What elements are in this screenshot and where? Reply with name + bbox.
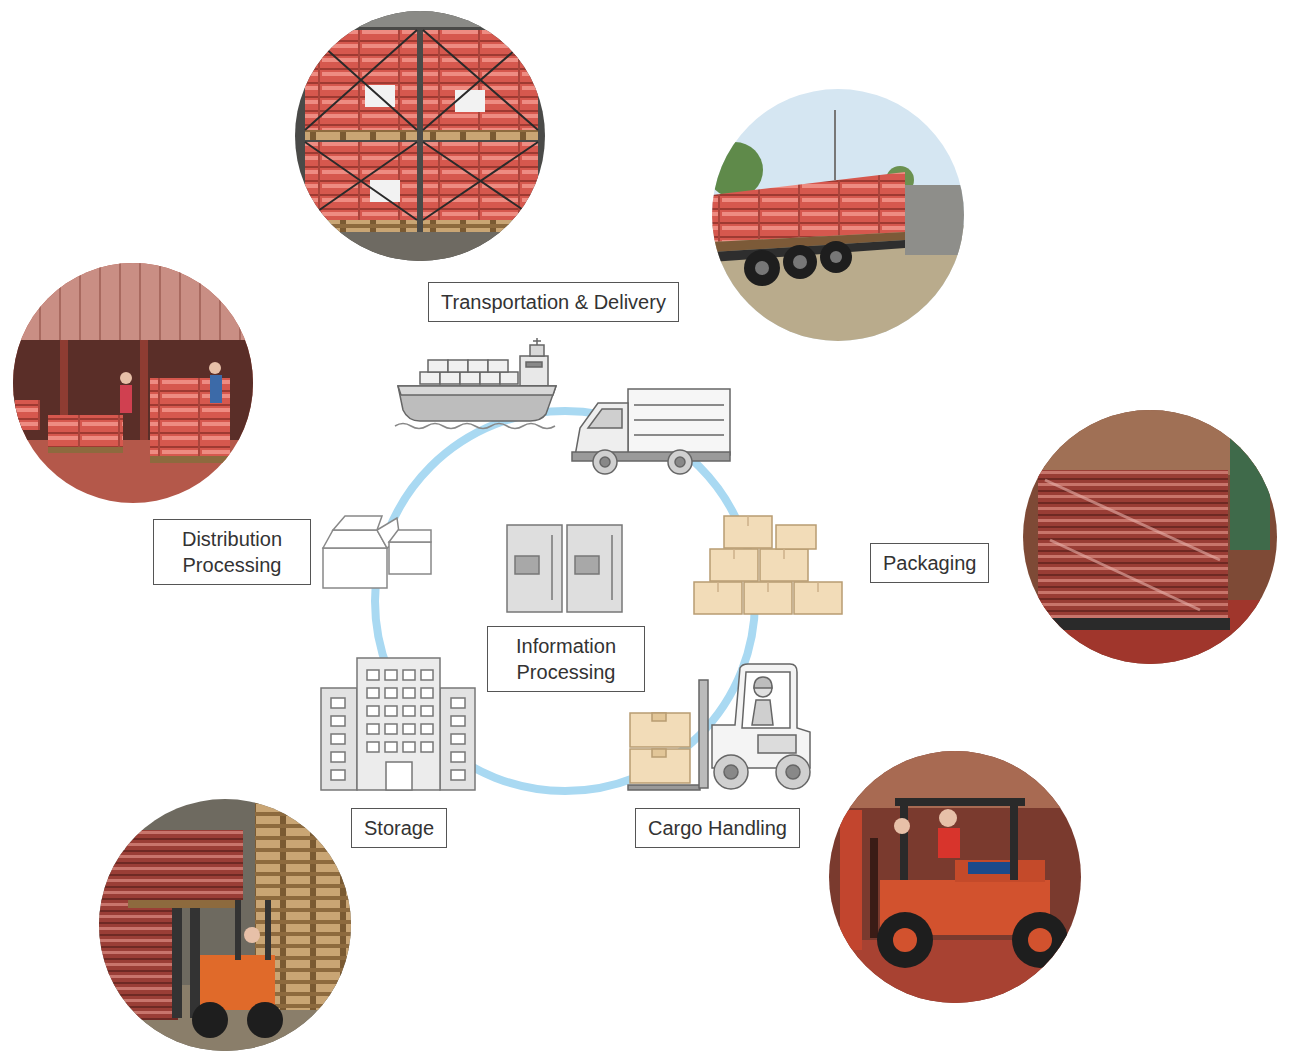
label-box: Distribution Processing	[153, 519, 311, 585]
label-box: Storage	[351, 808, 447, 848]
storage-photo	[95, 795, 355, 1057]
label-text: Distribution Processing	[166, 526, 298, 578]
boxes-icon	[694, 516, 842, 614]
server-icon	[507, 525, 622, 612]
label-text: Information Processing	[500, 633, 632, 685]
warehouse-photo	[10, 260, 260, 510]
label-box: Packaging	[870, 543, 989, 583]
label-text: Storage	[364, 815, 434, 841]
wrapped-pallet-photo	[1020, 405, 1280, 670]
container-photo	[290, 5, 550, 272]
label-text: Cargo Handling	[648, 815, 787, 841]
label-box: Information Processing	[487, 626, 645, 692]
label-box: Transportation & Delivery	[428, 282, 679, 322]
building-icon	[321, 658, 475, 790]
ship-icon	[395, 338, 556, 429]
label-text: Transportation & Delivery	[441, 289, 666, 315]
cycle-ring	[375, 411, 755, 791]
forklift-icon	[628, 664, 810, 790]
open-boxes-icon	[323, 516, 431, 588]
truck-icon	[572, 389, 730, 474]
truck-photo	[707, 85, 970, 350]
label-text: Packaging	[883, 550, 976, 576]
forklift-photo	[825, 748, 1085, 1010]
label-box: Cargo Handling	[635, 808, 800, 848]
